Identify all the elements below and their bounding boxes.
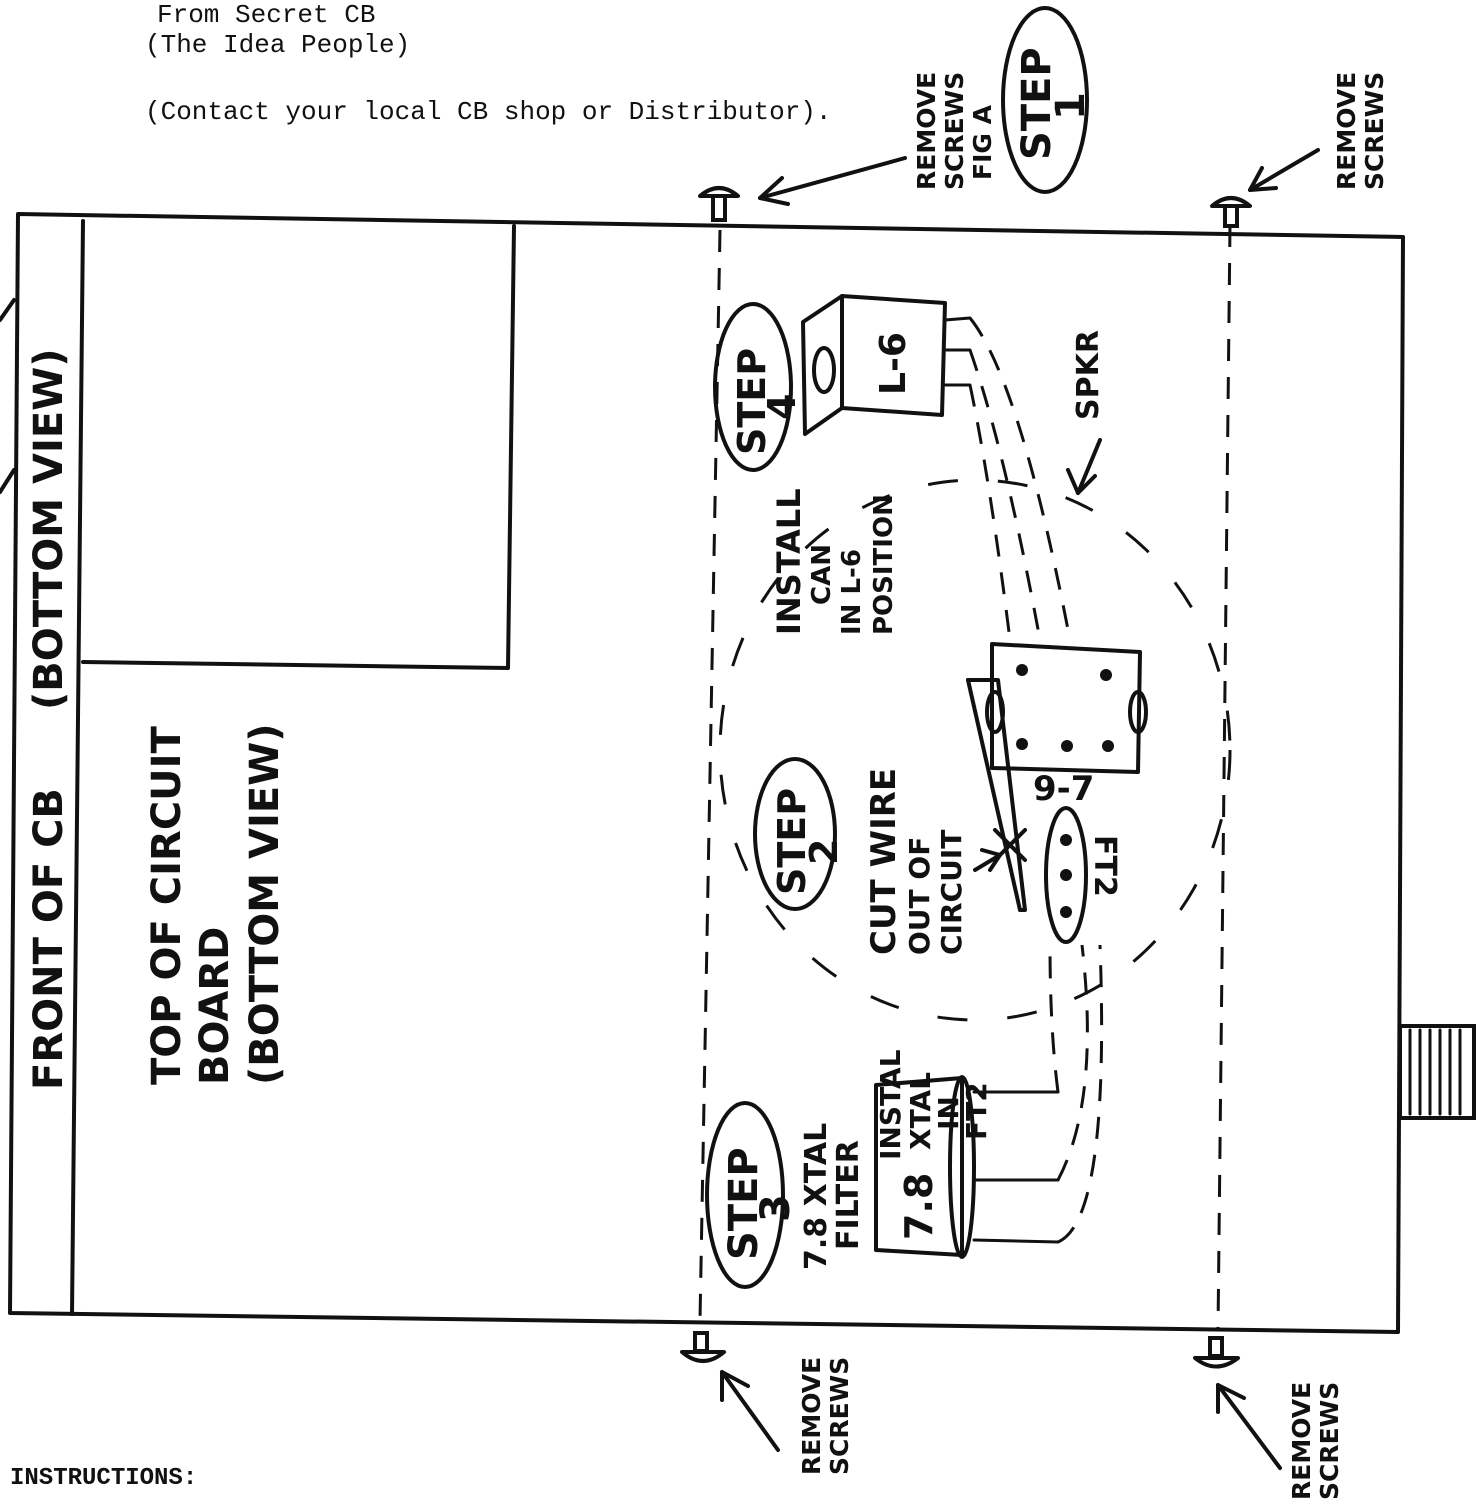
svg-text:STEP: STEP bbox=[721, 1147, 767, 1260]
svg-text:(BOTTOM VIEW): (BOTTOM VIEW) bbox=[26, 348, 72, 710]
speaker-outline bbox=[718, 478, 1232, 1022]
header-line-1: From Secret CB bbox=[157, 0, 376, 30]
cut-wire-label: CUT WIRE OUT OF CIRCUIT bbox=[864, 768, 968, 955]
svg-text:STEP: STEP bbox=[770, 788, 814, 895]
svg-text:CUT WIRE: CUT WIRE bbox=[864, 768, 904, 955]
svg-text:IN: IN bbox=[932, 1096, 965, 1130]
step-4-badge: STEP 4 bbox=[713, 302, 804, 472]
remove-screws-label-top-left: REMOVE SCREWS FIG A bbox=[912, 72, 997, 190]
instructions-heading: INSTRUCTIONS: bbox=[10, 1465, 198, 1492]
svg-text:FRONT OF CB: FRONT OF CB bbox=[26, 788, 72, 1090]
crystal-filter-78: 7.8 bbox=[874, 1075, 1060, 1259]
svg-text:STEP: STEP bbox=[730, 348, 774, 455]
arrow-icon bbox=[1216, 1383, 1282, 1470]
svg-text:9-7: 9-7 bbox=[1033, 769, 1094, 809]
screw-line-left bbox=[698, 229, 722, 1321]
svg-text:2: 2 bbox=[802, 839, 846, 865]
svg-text:REMOVE: REMOVE bbox=[1332, 72, 1361, 190]
step-3-badge: STEP 3 bbox=[705, 1101, 799, 1289]
dashed-leads-l6 bbox=[968, 317, 1072, 641]
cut-mark-icon bbox=[973, 828, 1027, 872]
chassis-outline bbox=[0, 212, 1405, 1334]
install-xtal-label: INSTAL XTAL IN FT2 bbox=[874, 1049, 993, 1160]
svg-text:IN L-6: IN L-6 bbox=[837, 549, 867, 635]
svg-text:CAN: CAN bbox=[807, 544, 837, 605]
svg-text:7.8: 7.8 bbox=[897, 1173, 941, 1240]
speaker-label: SPKR bbox=[1066, 330, 1106, 495]
rear-connector bbox=[1398, 1024, 1476, 1120]
front-of-cb-label: FRONT OF CB (BOTTOM VIEW) bbox=[26, 348, 72, 1090]
remove-screws-label-bottom-right: REMOVE SCREWS bbox=[1287, 1382, 1344, 1500]
svg-text:SCREWS: SCREWS bbox=[940, 72, 969, 190]
svg-text:INSTALL: INSTALL bbox=[770, 488, 808, 635]
screw-line-right bbox=[1216, 224, 1232, 1331]
svg-text:FIG A: FIG A bbox=[968, 104, 997, 180]
svg-text:TOP OF CIRCUIT: TOP OF CIRCUIT bbox=[144, 725, 190, 1085]
svg-text:XTAL: XTAL bbox=[904, 1072, 937, 1150]
svg-text:(BOTTOM VIEW): (BOTTOM VIEW) bbox=[242, 723, 288, 1085]
circuit-board-label: TOP OF CIRCUIT BOARD (BOTTOM VIEW) bbox=[144, 723, 288, 1085]
svg-text:SCREWS: SCREWS bbox=[1315, 1382, 1344, 1500]
svg-text:SPKR: SPKR bbox=[1071, 330, 1106, 420]
remove-screws-label-top-right: REMOVE SCREWS bbox=[1332, 72, 1389, 190]
svg-text:INSTAL: INSTAL bbox=[874, 1049, 907, 1160]
svg-text:SCREWS: SCREWS bbox=[825, 1357, 854, 1475]
svg-text:STEP: STEP bbox=[1014, 47, 1060, 160]
header-line-3: (Contact your local CB shop or Distribut… bbox=[145, 97, 832, 127]
svg-text:FILTER: FILTER bbox=[831, 1140, 866, 1250]
svg-text:CIRCUIT: CIRCUIT bbox=[935, 830, 968, 955]
screw-bottom-left-icon bbox=[680, 1331, 726, 1363]
xtal-filter-label: 7.8 XTAL FILTER bbox=[799, 1123, 866, 1270]
remove-screws-label-bottom-left: REMOVE SCREWS bbox=[797, 1357, 854, 1475]
screw-top-left-icon bbox=[698, 186, 740, 222]
screw-bottom-right-icon bbox=[1193, 1336, 1240, 1369]
svg-text:FT2: FT2 bbox=[1087, 835, 1122, 897]
arrow-icon bbox=[1248, 148, 1320, 192]
install-can-label: INSTALL CAN IN L-6 POSITION bbox=[770, 488, 899, 635]
dashed-leads-ft2 bbox=[1048, 944, 1104, 1244]
svg-text:3: 3 bbox=[753, 1194, 799, 1222]
arrow-icon bbox=[758, 156, 907, 206]
svg-text:REMOVE: REMOVE bbox=[797, 1357, 826, 1475]
arrow-icon bbox=[720, 1370, 780, 1452]
svg-text:POSITION: POSITION bbox=[869, 494, 899, 635]
step-2-badge: STEP 2 bbox=[753, 757, 846, 911]
svg-text:BOARD: BOARD bbox=[192, 927, 238, 1085]
step-1-badge: STEP 1 bbox=[1001, 6, 1094, 194]
svg-text:L-6: L-6 bbox=[873, 332, 914, 395]
l6-coil-can: L-6 bbox=[801, 294, 972, 436]
svg-text:7.8 XTAL: 7.8 XTAL bbox=[799, 1123, 834, 1270]
screw-top-right-icon bbox=[1210, 196, 1252, 228]
svg-text:SCREWS: SCREWS bbox=[1360, 72, 1389, 190]
svg-text:REMOVE: REMOVE bbox=[912, 72, 941, 190]
svg-text:1: 1 bbox=[1048, 92, 1094, 120]
svg-text:4: 4 bbox=[760, 394, 804, 420]
header-line-2: (The Idea People) bbox=[145, 30, 411, 60]
svg-text:REMOVE: REMOVE bbox=[1287, 1382, 1316, 1500]
svg-text:FT2: FT2 bbox=[960, 1082, 993, 1140]
part-97: 9-7 bbox=[966, 642, 1148, 912]
svg-text:OUT OF: OUT OF bbox=[903, 837, 936, 955]
ft2-filter: FT2 bbox=[1044, 806, 1122, 944]
